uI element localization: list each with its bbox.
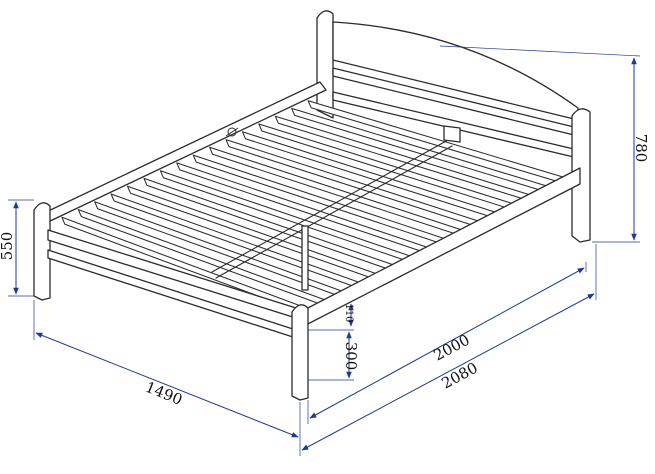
dimension-label-300: 300 [342,342,360,371]
dimension-headboard-height: 780 [439,45,650,243]
footboard-left-post [33,202,51,301]
dimension-leg-clearance: 300 [308,329,360,381]
headboard [316,10,591,243]
headboard-panel [332,21,579,121]
dimension-label-780: 780 [632,134,650,163]
footboard-right-post [291,304,309,401]
dimension-label-1490: 1490 [143,378,185,409]
center-support-leg [301,225,309,291]
bolt-icon [225,127,239,137]
dimension-footboard-height: 550 [0,199,34,297]
footboard [33,202,309,401]
headboard-left-post [316,10,334,119]
dimension-label-2080: 2080 [439,359,481,393]
dimension-label-550: 550 [0,232,16,261]
dimension-frame-height: 110 [343,303,354,327]
center-bracket [443,125,461,143]
slat-group [61,100,568,317]
center-support-beam [211,139,453,279]
headboard-right-post [571,108,591,243]
footboard-top-rail [47,229,297,319]
dimension-label-2000: 2000 [431,331,473,365]
dimension-label-110: 110 [343,303,354,322]
